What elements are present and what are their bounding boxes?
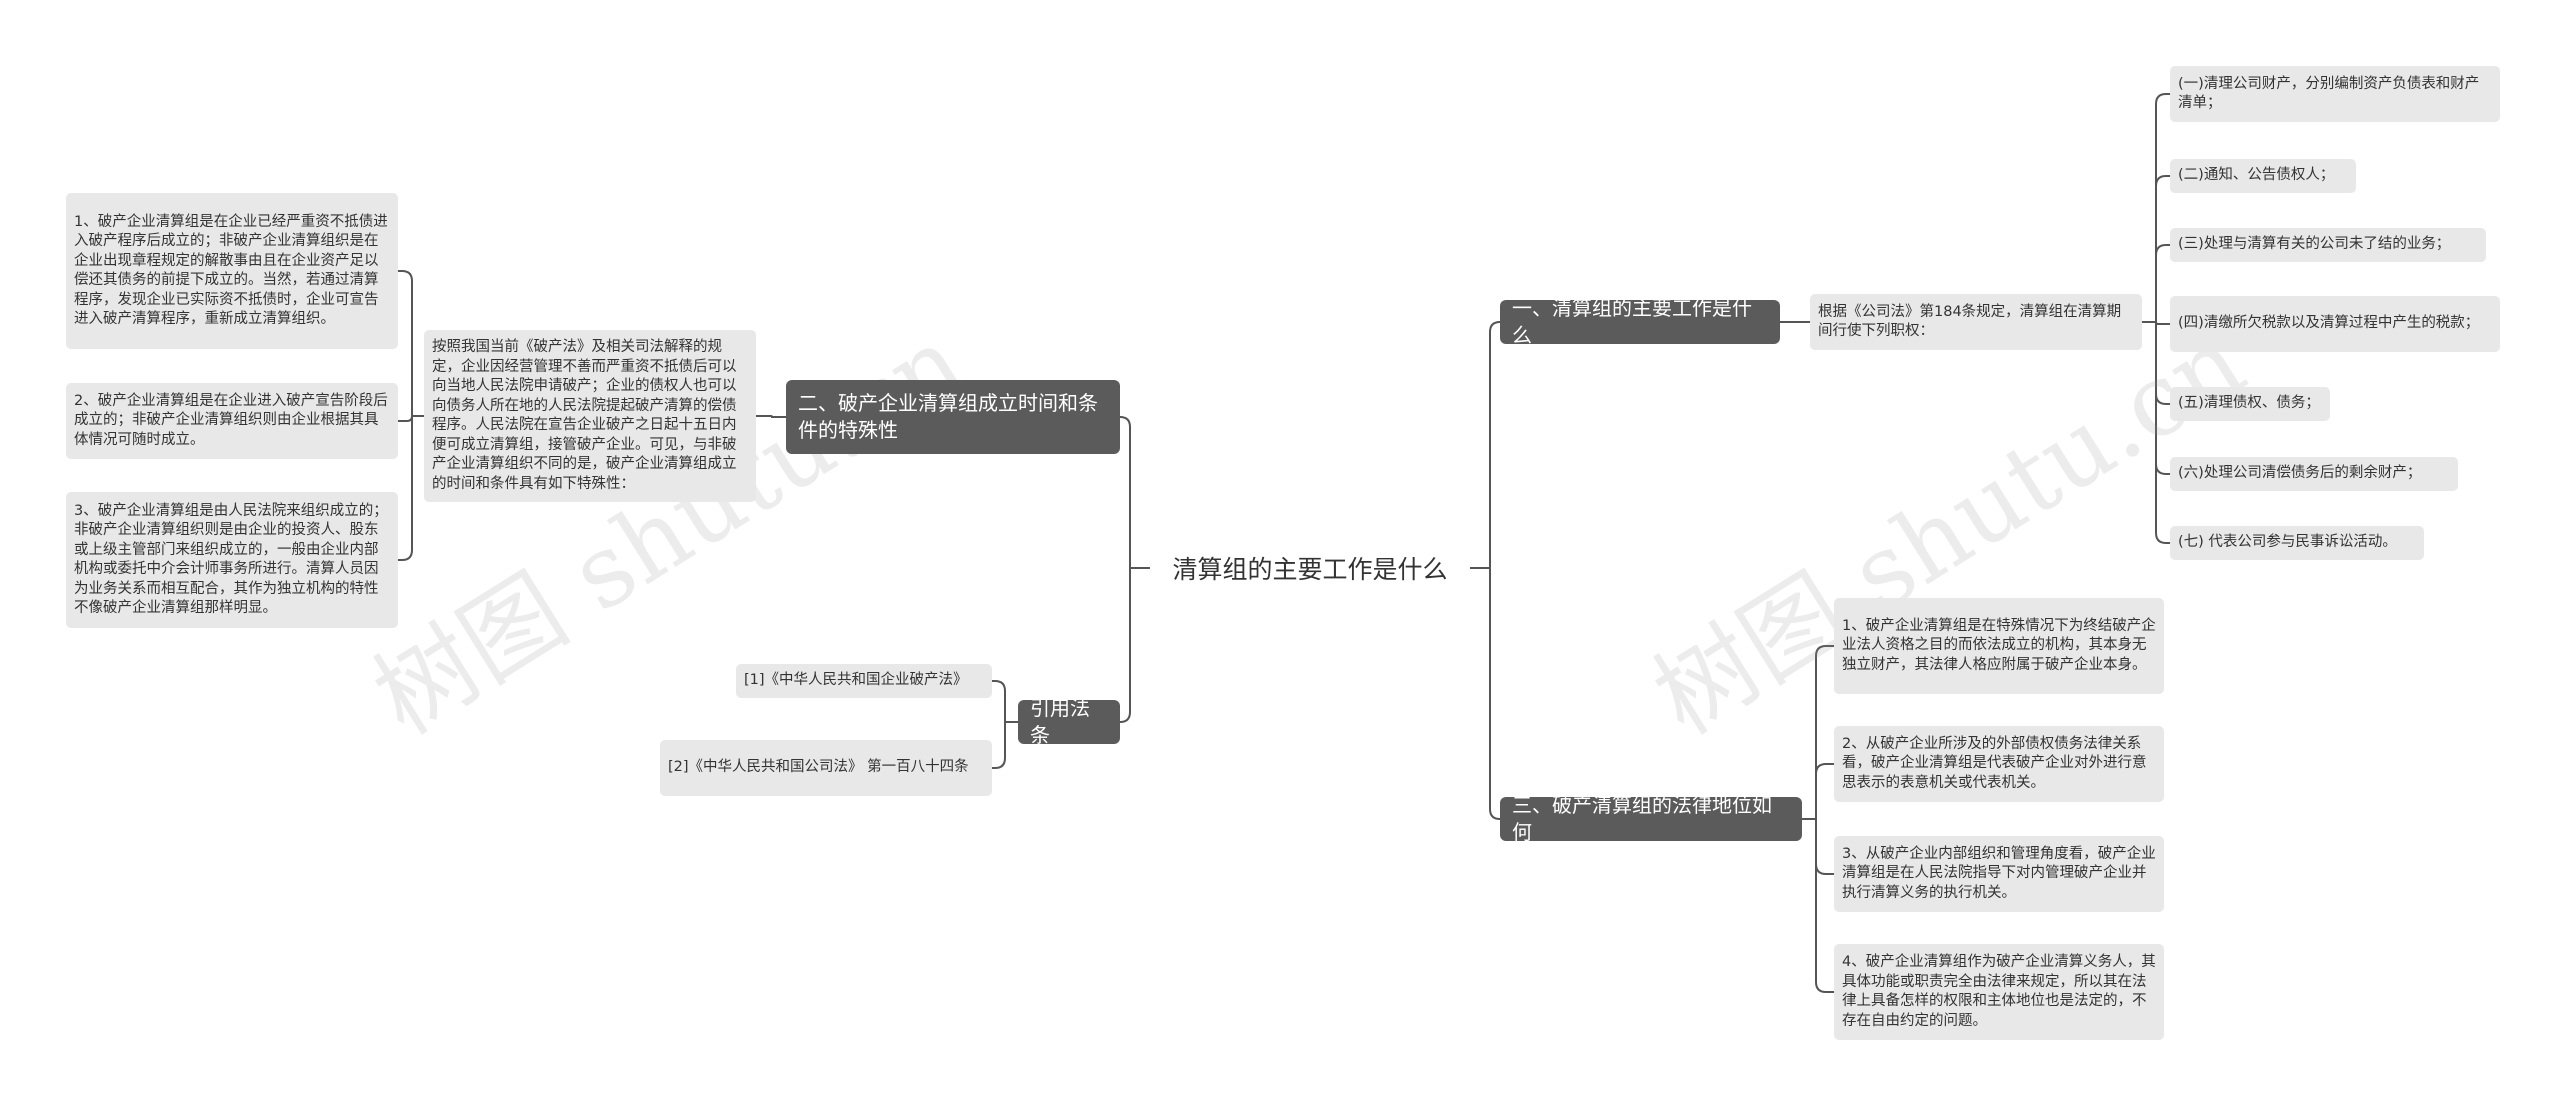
legal-status-item[interactable]: 3、从破产企业内部组织和管理角度看，破产企业清算组是在人民法院指导下对内管理破产… (1834, 836, 2164, 912)
connector (1470, 321, 1501, 569)
special-conditions-intro[interactable]: 按照我国当前《破产法》及相关司法解释的规定，企业因经营管理不善而严重资不抵债后可… (424, 330, 756, 502)
duty-item[interactable]: (一)清理公司财产，分别编制资产负债表和财产清单； (2170, 66, 2500, 122)
special-condition-item[interactable]: 2、破产企业清算组是在企业进入破产宣告阶段后成立的；非破产企业清算组织则由企业根… (66, 383, 398, 459)
connector (398, 270, 424, 417)
branch-cited-laws-label: 引用法条 (1030, 696, 1090, 747)
connector (2142, 175, 2170, 323)
connector (1119, 416, 1150, 569)
connector (398, 415, 424, 561)
connector (1802, 818, 1834, 875)
branch-legal-status[interactable]: 三、破产清算组的法律地位如何 (1500, 793, 1802, 844)
connector (756, 415, 786, 418)
duty-item[interactable]: (三)处理与清算有关的公司未了结的业务； (2170, 228, 2486, 262)
connector (992, 721, 1018, 769)
branch-cited-laws[interactable]: 引用法条 (1018, 696, 1120, 747)
duty-item[interactable]: (六)处理公司清偿债务后的剩余财产； (2170, 457, 2458, 491)
connector (1470, 567, 1501, 820)
root-topic-label: 清算组的主要工作是什么 (1172, 555, 1448, 584)
connector (2142, 244, 2170, 323)
connector (2142, 93, 2170, 323)
connector (1802, 645, 1834, 820)
special-condition-item[interactable]: 3、破产企业清算组是由人民法院来组织成立的；非破产企业清算组织则是由企业的投资人… (66, 492, 398, 628)
branch-main-work-label: 一、清算组的主要工作是什么 (1512, 296, 1752, 347)
legal-status-item[interactable]: 4、破产企业清算组作为破产企业清算义务人，其具体功能或职责完全由法律来规定，所以… (1834, 944, 2164, 1040)
root-topic[interactable]: 清算组的主要工作是什么 (1150, 540, 1470, 596)
branch-special-conditions-label: 二、破产企业清算组成立时间和条件的特殊性 (798, 391, 1098, 442)
branch-legal-status-label: 三、破产清算组的法律地位如何 (1512, 793, 1772, 844)
connector (2142, 321, 2170, 544)
connector (1119, 567, 1150, 723)
duty-item[interactable]: (五)清理债权、债务； (2170, 387, 2330, 421)
connector (992, 680, 1018, 723)
connector (1802, 818, 1834, 993)
duty-item[interactable]: (七) 代表公司参与民事诉讼活动。 (2170, 526, 2424, 560)
special-condition-item[interactable]: 1、破产企业清算组是在企业已经严重资不抵债进入破产程序后成立的；非破产企业清算组… (66, 193, 398, 349)
legal-status-item[interactable]: 1、破产企业清算组是在特殊情况下为终结破产企业法人资格之目的而依法成立的机构，其… (1834, 598, 2164, 694)
main-work-intro[interactable]: 根据《公司法》第184条规定，清算组在清算期间行使下列职权： (1810, 294, 2142, 350)
cited-law-item[interactable]: [1]《中华人民共和国企业破产法》 (736, 664, 992, 698)
duty-item[interactable]: (二)通知、公告债权人； (2170, 159, 2356, 193)
connector (1802, 763, 1834, 820)
legal-status-item[interactable]: 2、从破产企业所涉及的外部债权债务法律关系看，破产企业清算组是代表破产企业对外进… (1834, 726, 2164, 802)
cited-law-item[interactable]: [2]《中华人民共和国公司法》 第一百八十四条 (660, 740, 992, 796)
branch-special-conditions[interactable]: 二、破产企业清算组成立时间和条件的特殊性 (786, 380, 1120, 454)
duty-item[interactable]: (四)清缴所欠税款以及清算过程中产生的税款； (2170, 296, 2500, 352)
branch-main-work[interactable]: 一、清算组的主要工作是什么 (1500, 296, 1780, 347)
